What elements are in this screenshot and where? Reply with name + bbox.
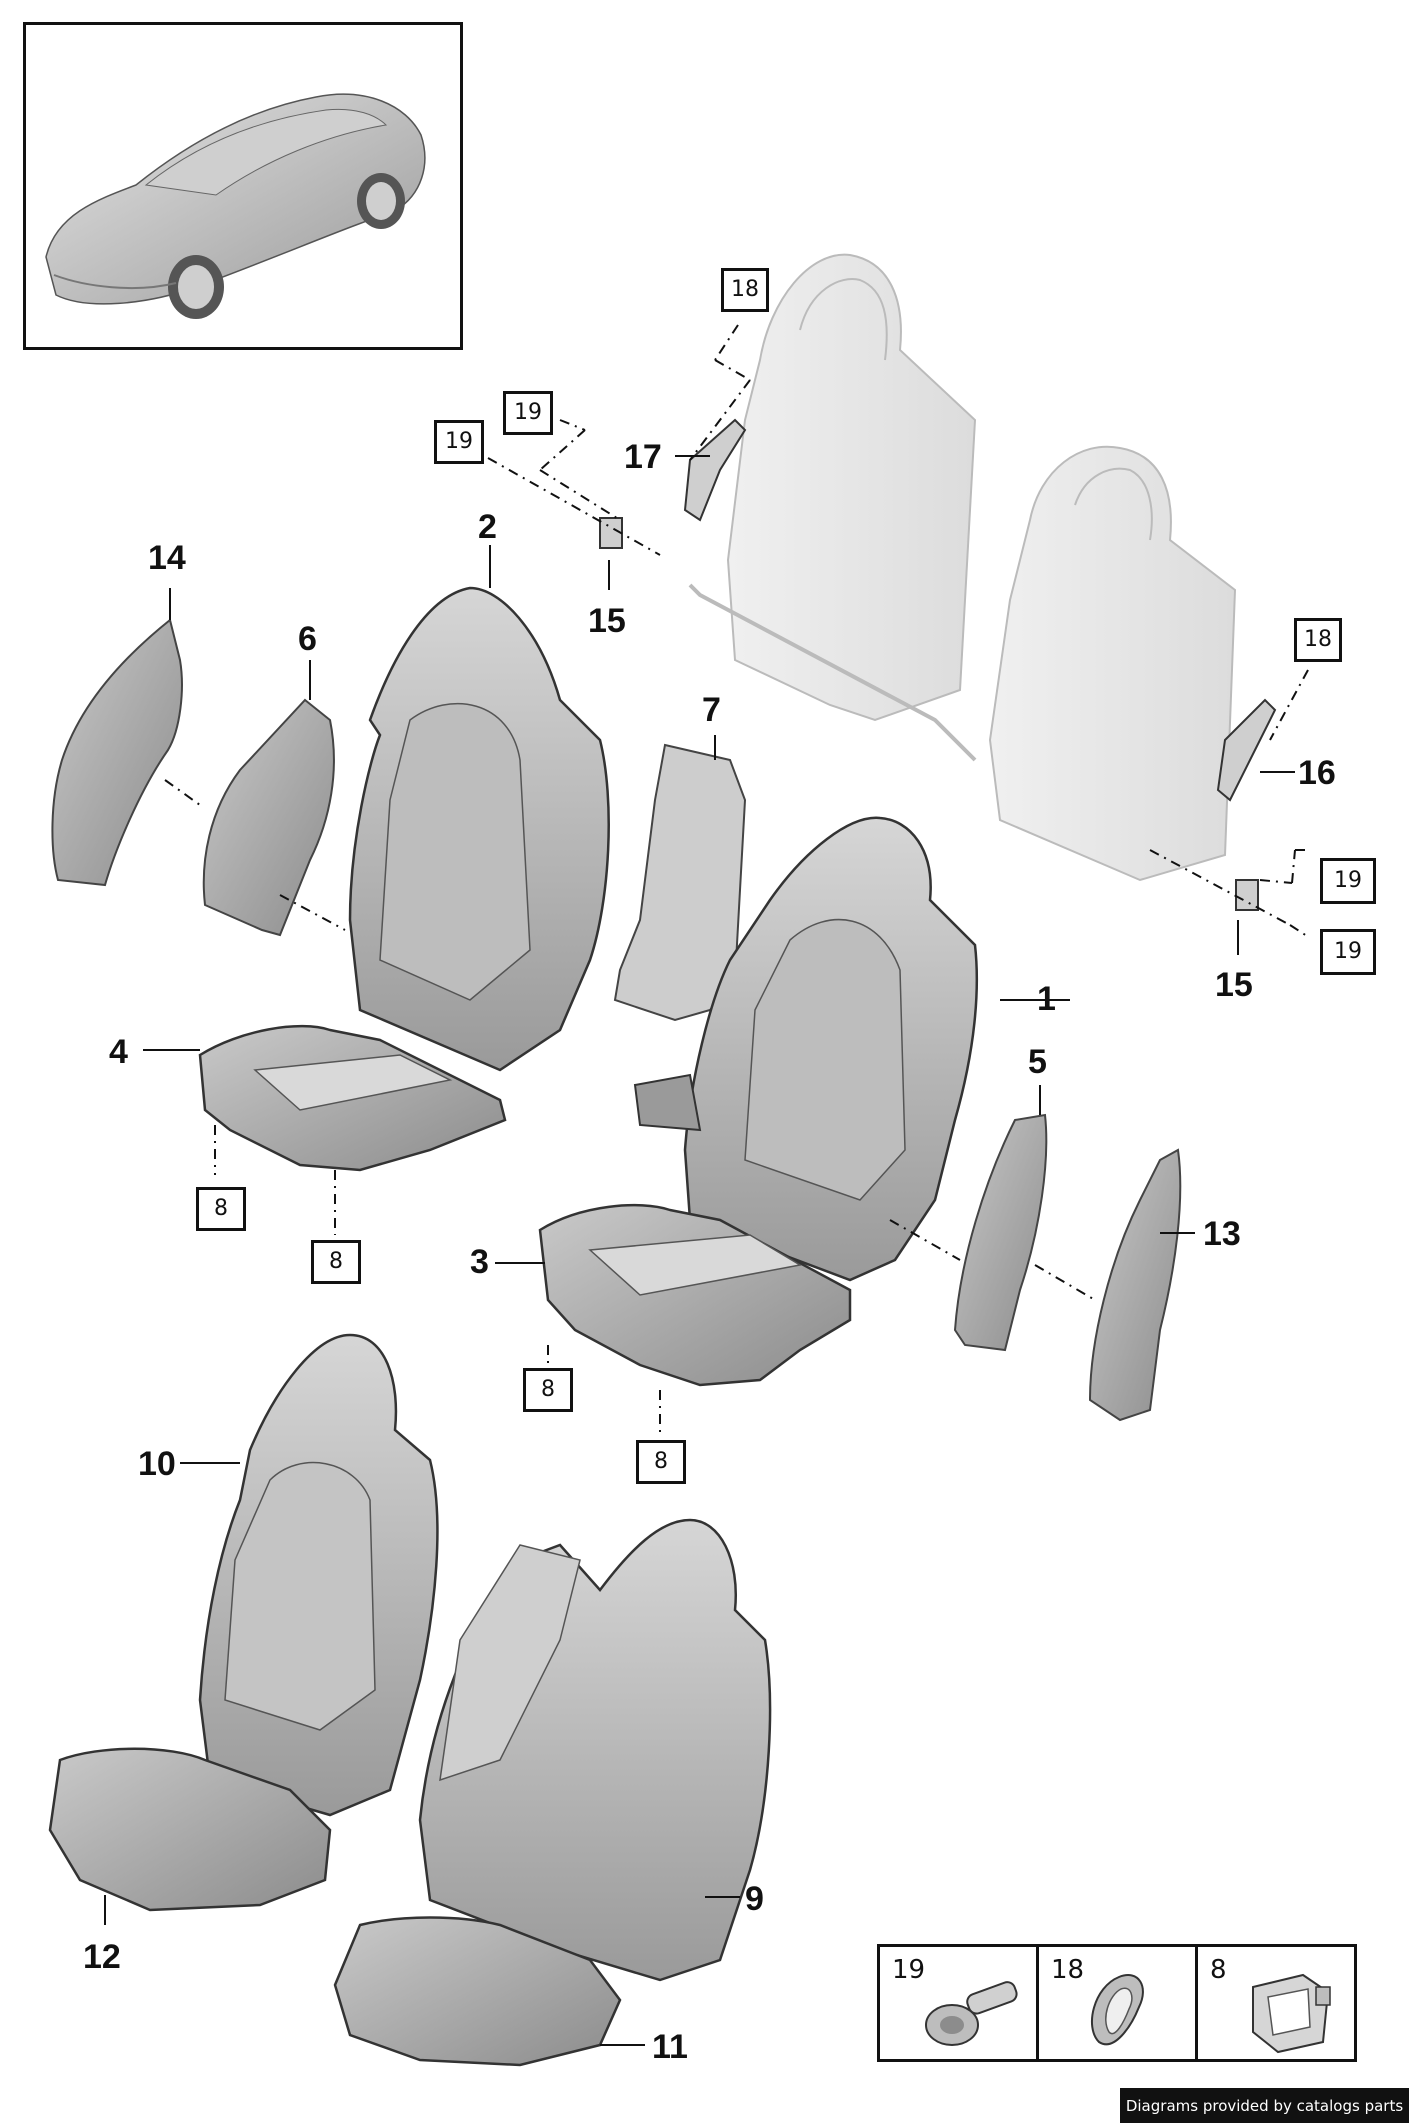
legend-number: 18 xyxy=(1051,1955,1085,1985)
box-callout-19-b: 19 xyxy=(434,420,484,464)
box-callout-18-lower: 18 xyxy=(1294,618,1342,662)
seat-back-2 xyxy=(348,586,610,1072)
fastener-legend: 19 18 8 xyxy=(877,1944,1357,2062)
callout-5: 5 xyxy=(1028,1043,1047,1081)
box-callout-8-b: 8 xyxy=(311,1240,361,1284)
callout-16: 16 xyxy=(1298,754,1336,792)
leader-lines xyxy=(104,455,1295,2046)
bracket-16 xyxy=(1216,698,1277,802)
side-trim-6 xyxy=(202,698,335,937)
cushion-cover-12 xyxy=(48,1747,332,1912)
box-callout-19-d: 19 xyxy=(1320,929,1376,975)
seat-back-cover-9 xyxy=(418,1518,772,1982)
callout-9: 9 xyxy=(745,1880,764,1918)
seat-back-frame-left xyxy=(726,253,977,722)
hinge-15-upper xyxy=(599,517,623,549)
legend-cell-18: 18 xyxy=(1036,1947,1195,2059)
box-callout-8-d: 8 xyxy=(636,1440,686,1484)
callout-7: 7 xyxy=(702,691,721,729)
side-trim-5 xyxy=(953,1113,1048,1352)
grommet-icon xyxy=(1090,1974,1144,2046)
callout-12: 12 xyxy=(83,1938,121,1976)
callout-14: 14 xyxy=(148,539,186,577)
vehicle-thumbnail-frame xyxy=(23,22,463,350)
box-callout-19-a: 19 xyxy=(503,391,553,435)
callout-1: 1 xyxy=(1037,980,1056,1018)
callout-2: 2 xyxy=(478,508,497,546)
cushion-cover-11 xyxy=(333,1916,622,2067)
legend-number: 8 xyxy=(1210,1955,1227,1985)
bolt-icon xyxy=(925,1981,1018,2046)
legend-number: 19 xyxy=(892,1955,926,1985)
callout-6: 6 xyxy=(298,620,317,658)
car-illustration xyxy=(45,93,426,319)
legend-cell-19: 19 xyxy=(880,1947,1036,2059)
callout-15-upper: 15 xyxy=(588,602,626,640)
frame-crossbar xyxy=(688,583,977,762)
side-trim-14 xyxy=(51,618,183,887)
hinge-15-lower xyxy=(1235,879,1259,911)
seat-back-cover-10 xyxy=(198,1333,439,1817)
box-callout-8-c: 8 xyxy=(523,1368,573,1412)
callout-13: 13 xyxy=(1203,1215,1241,1253)
callout-17: 17 xyxy=(624,438,662,476)
box-callout-18-upper: 18 xyxy=(721,268,769,312)
backrest-foam-7 xyxy=(613,743,747,1022)
seat-back-frame-right xyxy=(988,445,1237,882)
box-callout-8-a: 8 xyxy=(196,1187,246,1231)
callout-11: 11 xyxy=(652,2028,688,2066)
callout-10: 10 xyxy=(138,1445,176,1483)
seat-back-1 xyxy=(633,816,979,1282)
box-callout-19-c: 19 xyxy=(1320,858,1376,904)
callout-3: 3 xyxy=(470,1243,489,1281)
dash-dot-lines xyxy=(164,324,1311,1435)
side-trim-13 xyxy=(1088,1148,1182,1422)
clip-icon xyxy=(1252,1973,1331,2054)
bracket-17 xyxy=(683,418,747,522)
legend-cell-8: 8 xyxy=(1195,1947,1354,2059)
callout-15-lower: 15 xyxy=(1215,966,1253,1004)
credit-banner: Diagrams provided by catalogs parts xyxy=(1120,2088,1409,2123)
callout-4: 4 xyxy=(109,1033,128,1071)
